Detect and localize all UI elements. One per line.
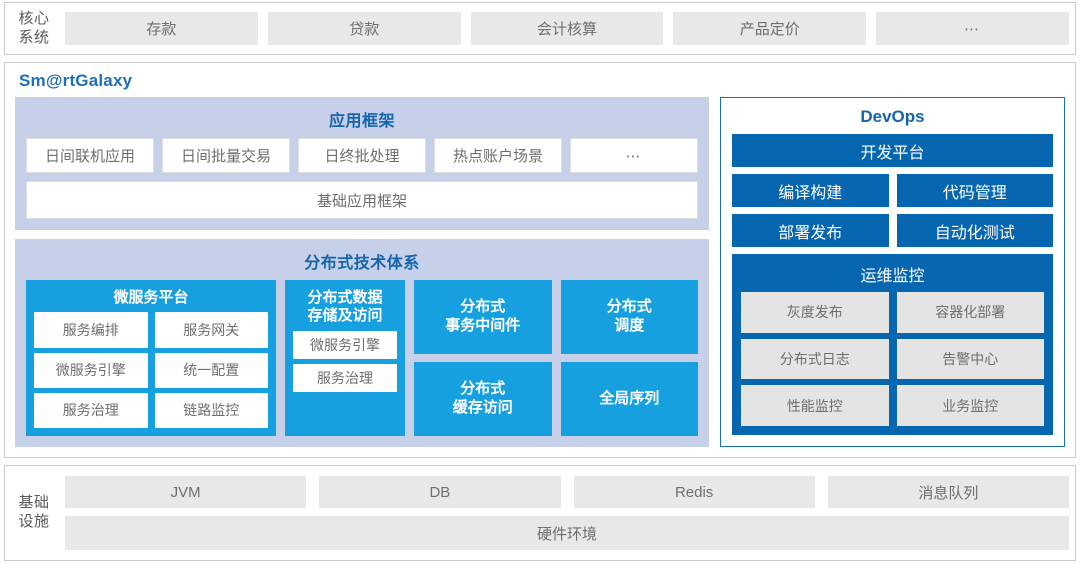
devops-row-deploy: 部署发布 自动化测试 <box>732 214 1053 247</box>
infra-item-redis[interactable]: Redis <box>573 476 815 508</box>
distributed-tech-title: 分布式技术体系 <box>304 255 420 272</box>
distributed-column-b: 分布式 调度 全局序列 <box>560 280 698 436</box>
card-tx-line2: 事务中间件 <box>445 317 521 334</box>
ops-item-distributed-log[interactable]: 分布式日志 <box>741 338 889 380</box>
core-systems-items: 存款 贷款 会计核算 产品定价 ⋯ <box>57 12 1069 45</box>
app-item-more[interactable]: ⋯ <box>570 138 698 173</box>
card-distributed-scheduling[interactable]: 分布式 调度 <box>560 280 698 354</box>
infrastructure-row: JVM DB Redis 消息队列 <box>65 476 1069 508</box>
card-cache-line1: 分布式 <box>460 380 506 398</box>
ms-item-gateway[interactable]: 服务网关 <box>154 312 268 348</box>
card-globalseq-line1: 全局序列 <box>599 389 660 407</box>
microservice-platform-title: 微服务平台 <box>113 289 189 306</box>
smartgalaxy-body: 应用框架 日间联机应用 日间批量交易 日终批处理 热点账户场景 ⋯ 基础应用框架… <box>15 97 1065 447</box>
card-sched-line1: 分布式 <box>606 298 652 316</box>
distributed-right-columns: 分布式 事务中间件 分布式 缓存访问 <box>414 280 698 436</box>
core-systems-label-line2: 系统 <box>18 28 50 46</box>
ops-monitoring-title: 运维监控 <box>860 268 925 285</box>
app-framework-title: 应用框架 <box>328 113 395 130</box>
app-item-daytime-batch[interactable]: 日间批量交易 <box>162 138 290 173</box>
app-item-hot-account[interactable]: 热点账户场景 <box>434 138 562 173</box>
core-systems-label-line1: 核心 <box>18 9 50 27</box>
app-item-eod-batch[interactable]: 日终批处理 <box>298 138 426 173</box>
infra-item-hardware-environment[interactable]: 硬件环境 <box>65 516 1069 550</box>
devops-dev-platform[interactable]: 开发平台 <box>732 134 1053 167</box>
core-item-loan[interactable]: 贷款 <box>267 12 461 45</box>
infra-item-jvm[interactable]: JVM <box>65 476 307 508</box>
ops-row: 分布式日志 告警中心 <box>741 338 1044 380</box>
infra-item-message-queue[interactable]: 消息队列 <box>827 476 1069 508</box>
devops-item-automated-test[interactable]: 自动化测试 <box>896 214 1053 247</box>
smartgalaxy-left-column: 应用框架 日间联机应用 日间批量交易 日终批处理 热点账户场景 ⋯ 基础应用框架… <box>15 97 709 447</box>
card-distributed-transaction-middleware[interactable]: 分布式 事务中间件 <box>414 280 552 354</box>
ds-title-line2: 存储及访问 <box>307 307 383 325</box>
card-global-sequence[interactable]: 全局序列 <box>560 362 698 436</box>
devops-item-compile-build[interactable]: 编译构建 <box>732 174 889 207</box>
ds-item-governance[interactable]: 服务治理 <box>293 363 397 392</box>
card-tx-line1: 分布式 <box>460 298 506 316</box>
app-framework-group: 应用框架 日间联机应用 日间批量交易 日终批处理 热点账户场景 ⋯ 基础应用框架 <box>15 97 709 230</box>
distributed-data-storage-title: 分布式数据 存储及访问 <box>293 286 397 331</box>
core-item-accounting[interactable]: 会计核算 <box>470 12 664 45</box>
devops-panel: DevOps 开发平台 编译构建 代码管理 部署发布 自动化测试 运维监控 <box>720 97 1065 447</box>
microservice-platform-items: 服务编排 服务网关 微服务引擎 统一配置 服务治理 链路监控 <box>34 312 268 428</box>
devops-item-code-management[interactable]: 代码管理 <box>896 174 1053 207</box>
card-distributed-cache-access[interactable]: 分布式 缓存访问 <box>414 362 552 436</box>
infrastructure-label-line1: 基础 <box>18 494 50 512</box>
core-item-deposit[interactable]: 存款 <box>65 12 258 45</box>
ops-item-alert-center[interactable]: 告警中心 <box>896 338 1044 380</box>
card-cache-line2: 缓存访问 <box>452 399 513 416</box>
infrastructure-items: JVM DB Redis 消息队列 硬件环境 <box>57 476 1069 550</box>
distributed-data-storage-card[interactable]: 分布式数据 存储及访问 微服务引擎 服务治理 <box>285 280 405 436</box>
distributed-column-a: 分布式 事务中间件 分布式 缓存访问 <box>414 280 552 436</box>
infra-item-db[interactable]: DB <box>319 476 561 508</box>
distributed-tech-grid: 微服务平台 服务编排 服务网关 微服务引擎 统一配置 <box>26 280 698 436</box>
ops-item-containerized-deploy[interactable]: 容器化部署 <box>896 292 1044 333</box>
devops-row-build: 编译构建 代码管理 <box>732 174 1053 207</box>
app-framework-items: 日间联机应用 日间批量交易 日终批处理 热点账户场景 ⋯ <box>26 138 698 173</box>
ops-item-business-monitor[interactable]: 业务监控 <box>896 385 1044 427</box>
microservice-row: 微服务引擎 统一配置 <box>34 352 268 388</box>
microservice-platform-card[interactable]: 微服务平台 服务编排 服务网关 微服务引擎 统一配置 <box>26 280 276 436</box>
card-sched-line2: 调度 <box>614 317 645 334</box>
ops-monitoring-group: 运维监控 灰度发布 容器化部署 分布式日志 告警中心 性能监控 <box>732 254 1053 435</box>
microservice-row: 服务治理 链路监控 <box>34 392 268 428</box>
ms-item-trace-monitor[interactable]: 链路监控 <box>154 392 268 428</box>
devops-column: DevOps 开发平台 编译构建 代码管理 部署发布 自动化测试 运维监控 <box>720 97 1065 447</box>
infrastructure-label: 基础 设施 <box>11 494 57 532</box>
ops-row: 灰度发布 容器化部署 <box>741 292 1044 333</box>
smartgalaxy-title: Sm@rtGalaxy <box>19 71 133 90</box>
ops-row: 性能监控 业务监控 <box>741 385 1044 427</box>
infrastructure-panel: 基础 设施 JVM DB Redis 消息队列 硬件环境 <box>4 465 1076 561</box>
distributed-tech-group: 分布式技术体系 微服务平台 服务编排 服务网关 微服务引 <box>15 239 709 447</box>
devops-title: DevOps <box>860 107 925 126</box>
core-item-more[interactable]: ⋯ <box>876 12 1069 45</box>
ms-item-governance[interactable]: 服务治理 <box>34 392 148 428</box>
core-systems-panel: 核心 系统 存款 贷款 会计核算 产品定价 ⋯ <box>4 2 1076 55</box>
ops-item-performance-monitor[interactable]: 性能监控 <box>741 385 889 427</box>
devops-item-deploy-release[interactable]: 部署发布 <box>732 214 889 247</box>
ms-item-unified-config[interactable]: 统一配置 <box>154 352 268 388</box>
ms-item-orchestration[interactable]: 服务编排 <box>34 312 148 348</box>
ms-item-engine[interactable]: 微服务引擎 <box>34 352 148 388</box>
ds-title-line1: 分布式数据 <box>307 289 383 306</box>
ops-monitoring-items: 灰度发布 容器化部署 分布式日志 告警中心 性能监控 业务监控 <box>741 292 1044 427</box>
infrastructure-label-line2: 设施 <box>18 513 50 530</box>
distributed-data-storage-items: 微服务引擎 服务治理 <box>293 330 397 392</box>
core-item-pricing[interactable]: 产品定价 <box>673 12 867 45</box>
smartgalaxy-panel: Sm@rtGalaxy 应用框架 日间联机应用 日间批量交易 日终批处理 热点账… <box>4 62 1076 458</box>
core-systems-label: 核心 系统 <box>11 10 57 48</box>
ds-item-engine[interactable]: 微服务引擎 <box>293 330 397 359</box>
app-item-daytime-online[interactable]: 日间联机应用 <box>26 138 154 173</box>
microservice-row: 服务编排 服务网关 <box>34 312 268 348</box>
app-framework-base[interactable]: 基础应用框架 <box>26 181 698 219</box>
ops-item-gray-release[interactable]: 灰度发布 <box>741 292 889 333</box>
